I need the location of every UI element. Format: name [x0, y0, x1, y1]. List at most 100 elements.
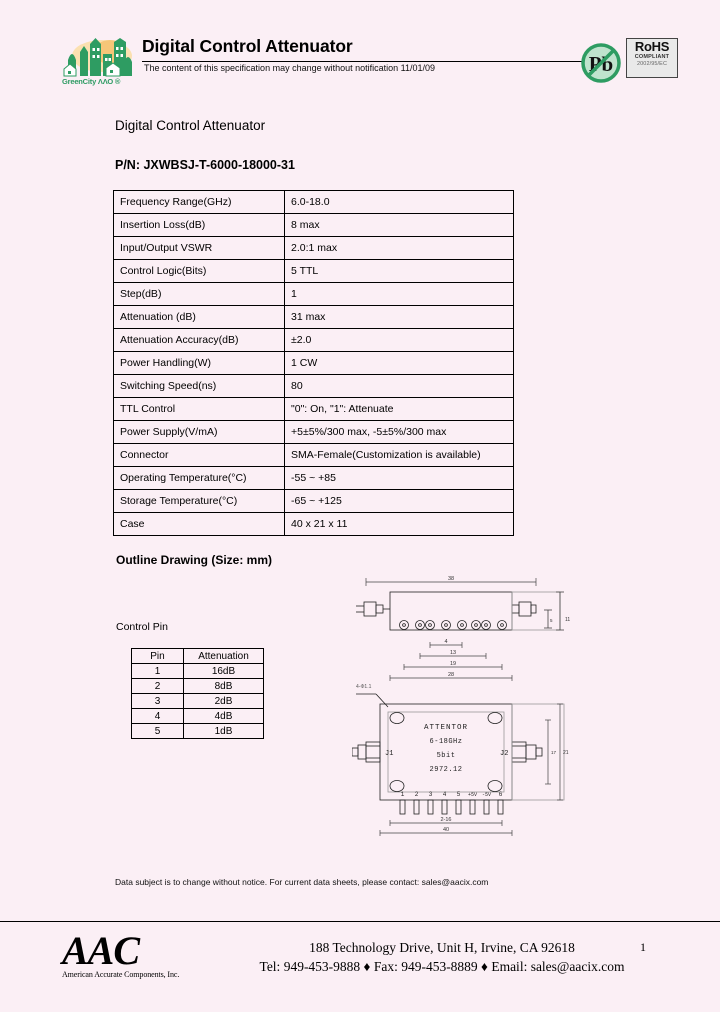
- aac-company-name: American Accurate Components, Inc.: [62, 970, 180, 979]
- spec-value: 40 x 21 x 11: [284, 512, 514, 536]
- table-row: Attenuation (dB)31 max: [113, 305, 514, 329]
- hole-note: 4-Φ1.1: [356, 684, 372, 690]
- pin-number: 1: [131, 663, 184, 679]
- pin-number: 5: [131, 723, 184, 739]
- spec-value: SMA-Female(Customization is available): [284, 443, 514, 467]
- device-label-line3: 5bit: [437, 752, 456, 760]
- table-row: Attenuation Accuracy(dB)±2.0: [113, 328, 514, 352]
- dim-d: 28: [448, 672, 454, 678]
- outline-drawing-top-view: ATTENTOR 6-18GHz 5bit 2972.12 J1 J2 1 2 3 4…: [352, 693, 569, 836]
- rohs-badge: RoHS COMPLIANT 2002/95/EC: [626, 38, 678, 78]
- control-pin-label: Control Pin: [116, 621, 168, 633]
- rohs-directive-text: 2002/95/EC: [636, 61, 668, 67]
- dim-overall-length: 38: [448, 576, 454, 582]
- device-label-line1: ATTENTOR: [424, 724, 468, 732]
- footer-contact-line: Tel: 949-453-9888 ♦ Fax: 949-453-8889 ♦ …: [259, 959, 625, 974]
- pin-attenuation: 2dB: [183, 693, 264, 709]
- rohs-compliant-text: COMPLIANT: [634, 54, 670, 60]
- pin-attenuation: 16dB: [183, 663, 264, 679]
- spec-key: Attenuation (dB): [113, 305, 285, 329]
- spec-key: Case: [113, 512, 285, 536]
- dim-a: 4: [444, 639, 447, 645]
- spec-value: 8 max: [284, 213, 514, 237]
- page-number: 1: [640, 940, 646, 954]
- spec-value: +5±5%/300 max, -5±5%/300 max: [284, 420, 514, 444]
- aac-logo-mark: AAC: [62, 928, 140, 973]
- dim-bottom-height: 21: [563, 750, 569, 756]
- table-row: Insertion Loss(dB)8 max: [113, 213, 514, 237]
- spec-value: "0": On, "1": Attenuate: [284, 397, 514, 421]
- pin-attenuation: 8dB: [183, 678, 264, 694]
- dim-b: 13: [450, 650, 456, 656]
- dim-bottom-height-secondary: 17: [551, 750, 557, 755]
- spec-value: -55 ~ +85: [284, 466, 514, 490]
- header-title: Digital Control Attenuator: [142, 36, 353, 56]
- spec-value: ±2.0: [284, 328, 514, 352]
- device-label-line4: 2972.12: [430, 766, 463, 774]
- table-row: Step(dB)1: [113, 282, 514, 306]
- pin-attenuation: 1dB: [183, 723, 264, 739]
- device-label-line2: 6-18GHz: [430, 738, 463, 746]
- table-row: Operating Temperature(°C)-55 ~ +85: [113, 466, 514, 490]
- page-header: GreenCity ΛΛΟ ® Digital Control Attenuat…: [62, 34, 678, 90]
- page-title: Digital Control Attenuator: [115, 118, 266, 133]
- port-label-j1: J1: [385, 750, 393, 758]
- spec-key: Power Handling(W): [113, 351, 285, 375]
- drawing-pin-label: +5V: [468, 792, 477, 798]
- dim-bottom-overall: 40: [443, 827, 449, 833]
- header-divider: [142, 61, 614, 62]
- table-row: Control Logic(Bits)5 TTL: [113, 259, 514, 283]
- drawing-pin-label: 1: [401, 791, 405, 798]
- spec-key: Step(dB): [113, 282, 285, 306]
- dim-height-secondary: 5: [550, 618, 553, 623]
- spec-key: Switching Speed(ns): [113, 374, 285, 398]
- spec-key: Attenuation Accuracy(dB): [113, 328, 285, 352]
- pin-number: 3: [131, 693, 184, 709]
- drawing-pin-label: 2: [415, 791, 419, 798]
- dim-c: 19: [450, 661, 456, 667]
- outline-drawing-side-view: 38 4 13 19 28 11 5 4-Φ1.1: [356, 576, 570, 690]
- disclaimer-text: Data subject is to change without notice…: [115, 877, 489, 887]
- spec-key: Frequency Range(GHz): [113, 190, 285, 214]
- lead-free-pb-icon: Pb: [581, 43, 621, 83]
- spec-key: Power Supply(V/mA): [113, 420, 285, 444]
- footer-address-line1: 188 Technology Drive, Unit H, Irvine, CA…: [309, 940, 575, 955]
- pin-attenuation: 4dB: [183, 708, 264, 724]
- spec-value: 2.0:1 max: [284, 236, 514, 260]
- outline-drawing-heading: Outline Drawing (Size: mm): [116, 553, 273, 567]
- spec-value: 5 TTL: [284, 259, 514, 283]
- dim-height: 11: [565, 617, 570, 623]
- spec-key: Operating Temperature(°C): [113, 466, 285, 490]
- spec-key: Connector: [113, 443, 285, 467]
- part-number: P/N: JXWBSJ-T-6000-18000-31: [115, 158, 295, 172]
- spec-value: 1: [284, 282, 514, 306]
- spec-key: TTL Control: [113, 397, 285, 421]
- drawing-pin-label: 4: [443, 791, 447, 798]
- greencity-wordmark: GreenCity ΛΛΟ ®: [62, 77, 121, 86]
- drawing-pin-label: 3: [429, 791, 433, 798]
- rohs-title: RoHS: [634, 39, 670, 54]
- table-row: Power Supply(V/mA)+5±5%/300 max, -5±5%/3…: [113, 420, 514, 444]
- spec-value: 6.0-18.0: [284, 190, 514, 214]
- port-label-j2: J2: [500, 750, 508, 758]
- drawing-pin-label: -5V: [482, 792, 491, 798]
- table-row: TTL Control"0": On, "1": Attenuate: [113, 397, 514, 421]
- footer-divider: [0, 921, 720, 922]
- table-row: Storage Temperature(°C)-65 ~ +125: [113, 489, 514, 513]
- table-row: Switching Speed(ns)80: [113, 374, 514, 398]
- spec-key: Control Logic(Bits): [113, 259, 285, 283]
- greencity-logo: GreenCity ΛΛΟ ®: [62, 38, 138, 86]
- spec-key: Insertion Loss(dB): [113, 213, 285, 237]
